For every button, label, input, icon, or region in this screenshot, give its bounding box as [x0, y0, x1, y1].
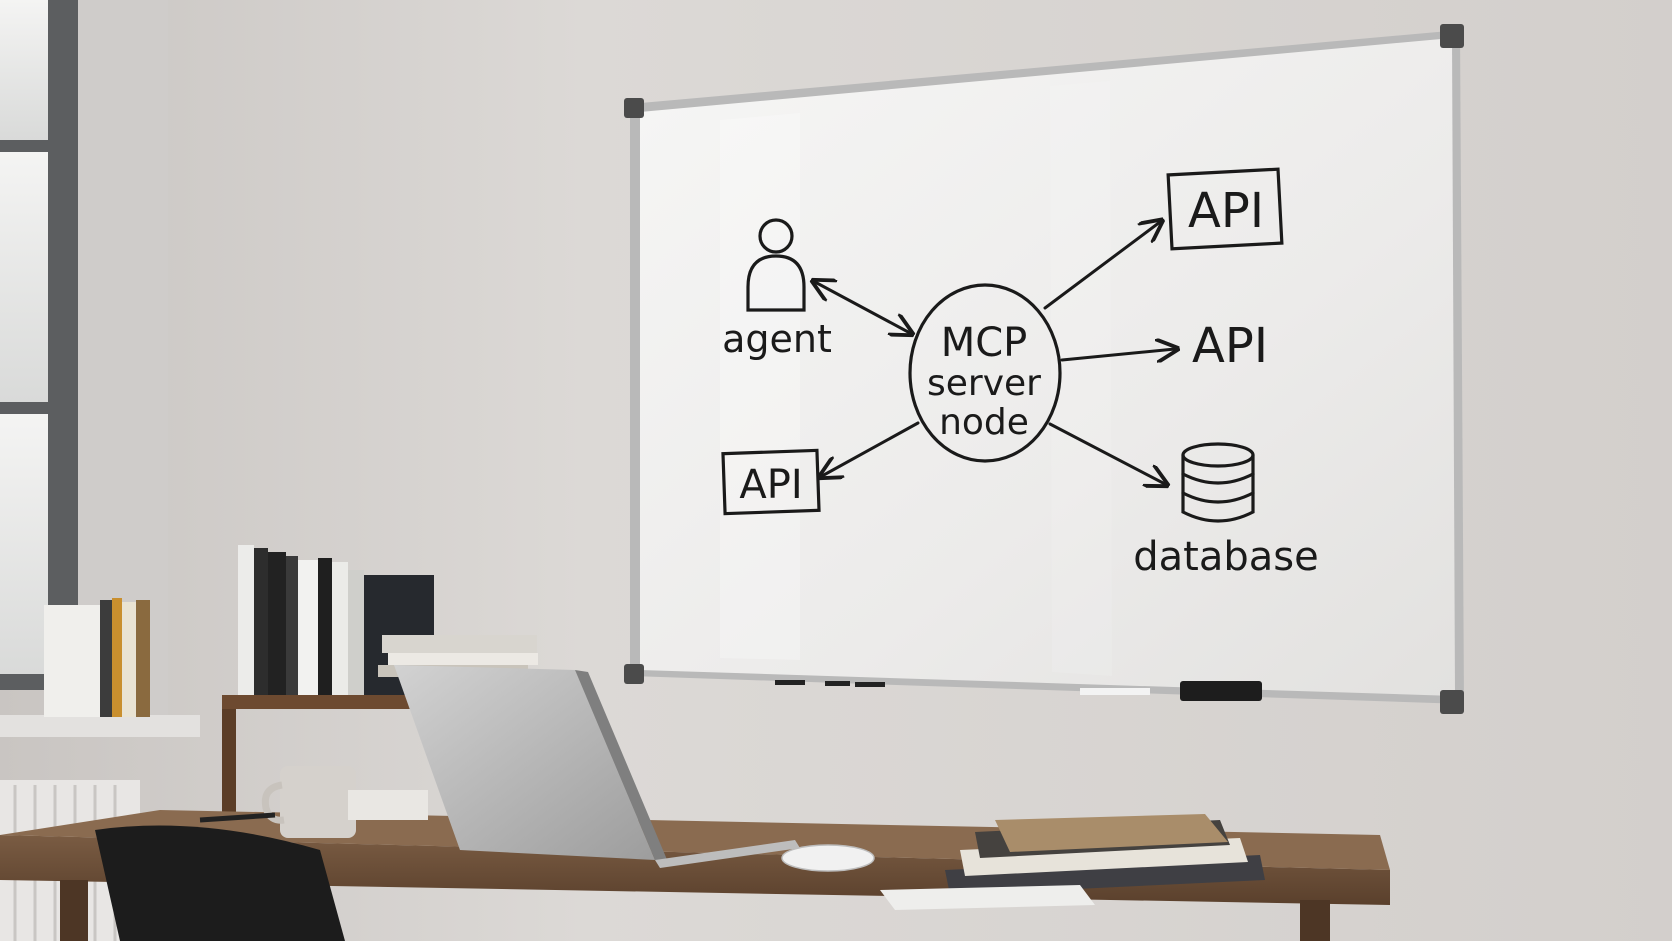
agent-server-arrow [815, 282, 910, 333]
chair [95, 825, 345, 941]
center-node-line-2: server [927, 363, 1041, 404]
desk-books [945, 814, 1265, 895]
arrow-to-api-top [1043, 222, 1160, 310]
api-middle-label: API [1192, 318, 1268, 374]
window [0, 0, 200, 737]
pen [199, 812, 276, 823]
whiteboard [624, 24, 1464, 714]
diagram-labels: agent MCP server node API API API databa… [722, 183, 1319, 580]
arrow-to-api-middle [1060, 349, 1175, 360]
database-cylinder-icon [1181, 442, 1255, 523]
arrow-to-api-left [822, 421, 920, 476]
mouse [781, 844, 875, 872]
arrow-to-database [1048, 422, 1165, 484]
api-box-top [1166, 167, 1284, 251]
center-node-line-3: node [939, 402, 1029, 443]
coffee-mug [261, 766, 356, 838]
laptop [394, 665, 800, 868]
eraser [1180, 681, 1262, 701]
mcp-server-node [908, 283, 1062, 463]
api-left-label: API [739, 462, 802, 508]
center-node-line-1: MCP [941, 320, 1028, 366]
windowsill-books [44, 598, 150, 717]
notebook [348, 790, 428, 820]
paper-sheet [880, 885, 1095, 910]
database-label: database [1133, 534, 1318, 580]
api-top-label: API [1188, 183, 1264, 239]
mcp-diagram [721, 167, 1284, 523]
api-box-left [721, 448, 821, 516]
person-icon [746, 218, 806, 312]
agent-label: agent [722, 317, 832, 361]
